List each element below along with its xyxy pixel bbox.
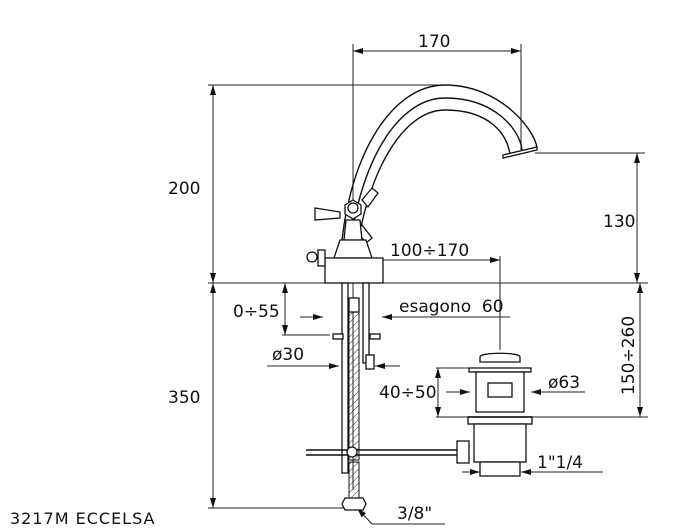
dim-supply-thread: 3/8" [397,504,432,524]
pop-up-waste [306,352,533,477]
dim-hexagon: esagono 60 [399,297,504,317]
dim-drain-diameter: ø63 [548,373,580,393]
shank-and-hoses [332,282,381,511]
dimension-lines [210,48,643,525]
cross-handle [306,187,384,284]
product-code: 3217M ECCELSA [10,509,155,528]
dim-below-deck: 350 [168,388,200,408]
dim-centre-distance: 100÷170 [390,241,469,261]
dim-shank-diameter: ø30 [272,345,304,365]
dim-total-height: 200 [168,179,200,199]
dim-drain-depth: 150÷260 [619,316,639,395]
dim-drain-thread: 1"1/4 [537,453,583,473]
dim-spout-reach: 170 [418,32,450,52]
dim-spout-height: 130 [603,212,635,232]
dim-deck-thickness: 0÷55 [233,302,280,322]
dim-drain-height: 40÷50 [379,383,437,403]
